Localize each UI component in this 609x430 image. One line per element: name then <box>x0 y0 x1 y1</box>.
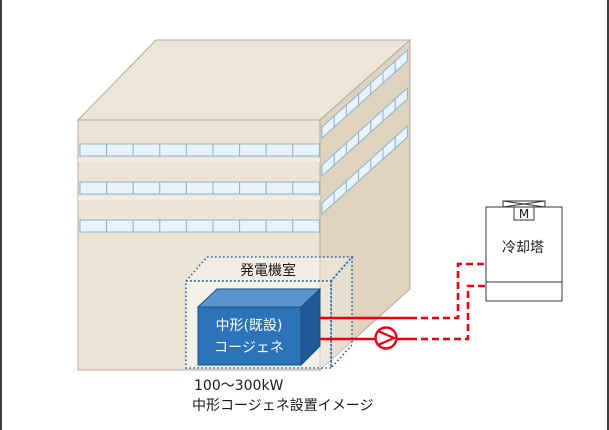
window <box>265 143 294 157</box>
unit-label-line2: コージェネ <box>214 340 284 356</box>
window <box>159 181 187 195</box>
window <box>79 143 108 157</box>
window <box>106 181 134 195</box>
unit-top-face <box>196 288 322 308</box>
tower-label: 冷却塔 <box>502 240 544 256</box>
window <box>292 181 320 195</box>
window <box>212 181 241 195</box>
fan-icon <box>502 200 546 208</box>
window <box>239 181 267 195</box>
front-window-rows <box>79 143 320 233</box>
window <box>185 181 214 195</box>
caption: 100〜300kW 中形コージェネ設置イメージ <box>192 376 373 416</box>
window <box>292 219 320 233</box>
motor-box <box>513 206 535 221</box>
supply-pipe-outer <box>410 262 486 320</box>
window <box>265 181 294 195</box>
window <box>132 143 161 157</box>
window <box>265 219 294 233</box>
pump-icon <box>374 326 398 350</box>
window <box>132 219 161 233</box>
window <box>79 181 108 195</box>
window <box>159 143 187 157</box>
room-label: 発電機室 <box>240 262 296 279</box>
side-window <box>394 86 408 112</box>
caption-capacity: 100〜300kW <box>194 378 284 394</box>
side-window <box>394 48 408 74</box>
side-window <box>394 124 408 150</box>
window <box>159 219 187 233</box>
window <box>212 143 241 157</box>
window <box>212 219 241 233</box>
window <box>106 219 134 233</box>
unit-label-line1: 中形(既設) <box>216 318 283 334</box>
window <box>79 219 108 233</box>
window <box>239 219 267 233</box>
window <box>132 181 161 195</box>
window <box>185 143 214 157</box>
cooling-tower <box>485 200 563 302</box>
motor-label: M <box>519 207 529 221</box>
tower-body <box>485 206 563 302</box>
building-floor-bands <box>78 158 320 200</box>
return-pipe-outer <box>410 284 486 341</box>
caption-title: 中形コージェネ設置イメージ <box>192 398 374 414</box>
window <box>239 143 267 157</box>
window <box>292 143 320 157</box>
cogeneration-unit <box>196 287 322 367</box>
unit-front-face <box>197 306 302 366</box>
window <box>106 143 134 157</box>
side-window-rows <box>321 48 408 216</box>
window <box>185 219 214 233</box>
